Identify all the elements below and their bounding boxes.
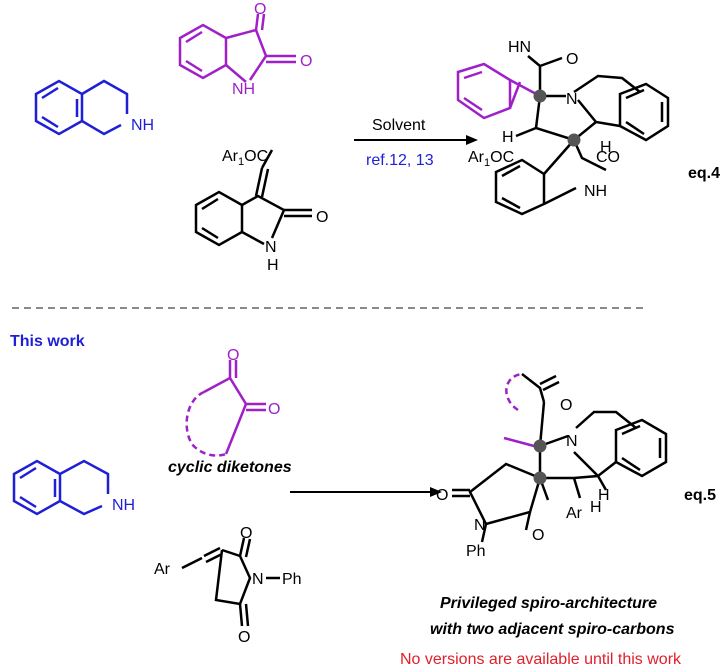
this-work-label: This work	[10, 333, 85, 350]
ylidene-oxindole-structure	[194, 149, 312, 247]
footnote-red: No versions are available until this wor…	[400, 651, 682, 668]
eq4-label: eq.4	[688, 165, 720, 182]
prod5-o2: O	[532, 527, 544, 544]
caption-line1: Privileged spiro-architecture	[440, 595, 657, 612]
arrow-label-solvent: Solvent	[372, 117, 426, 134]
prod4-ar1oc: Ar1OC	[468, 149, 514, 169]
prod5-ph: Ph	[466, 543, 486, 560]
prod4-nh: NH	[584, 183, 607, 200]
maleimide-ph: Ph	[282, 571, 302, 588]
isatin-nh: NH	[232, 81, 255, 98]
prod4-hn: HN	[508, 39, 531, 56]
prod4-o: O	[566, 51, 578, 68]
maleimide-o-bottom: O	[238, 629, 250, 646]
ylidene-h: H	[267, 257, 279, 274]
maleimide-o-top: O	[240, 525, 252, 542]
isatin-o-right: O	[300, 53, 312, 70]
prod5-ar: Ar	[566, 505, 583, 522]
caption-line2: with two adjacent spiro-carbons	[430, 621, 675, 638]
isatin-structure	[178, 13, 296, 83]
isatin-o-top: O	[254, 1, 266, 18]
cyclic-diketone-structure	[185, 360, 266, 457]
thiq-top-nh: NH	[131, 117, 154, 134]
eq5-label: eq.5	[684, 487, 716, 504]
prod5-n: N	[566, 433, 578, 450]
diketone-label: cyclic diketones	[168, 459, 292, 476]
prod5-h2: H	[590, 499, 602, 516]
spiro-dot-3	[533, 439, 547, 453]
prod5-n2: N	[474, 517, 486, 534]
maleimide-ar: Ar	[154, 561, 171, 578]
prod4-co: CO	[596, 149, 620, 166]
ylidene-o: O	[316, 209, 328, 226]
ylidene-ar1oc: Ar1OC	[222, 148, 268, 168]
prod5-o-top: O	[560, 397, 572, 414]
thiq-bottom-nh: NH	[112, 497, 135, 514]
spiro-dot-1	[533, 89, 547, 103]
spiro-dot-2	[567, 133, 581, 147]
maleimide-n: N	[252, 571, 264, 588]
spiro-dot-4	[533, 471, 547, 485]
ylidene-n: N	[265, 239, 277, 256]
prod4-h-right: H	[600, 139, 612, 156]
thiq-top-structure	[34, 79, 129, 136]
prod4-h-left: H	[502, 129, 514, 146]
prod5-h: H	[598, 487, 610, 504]
diketone-o-top: O	[227, 347, 239, 364]
product-eq4-structure	[456, 55, 670, 216]
diketone-o-right: O	[268, 401, 280, 418]
prod5-o-left: O	[436, 487, 448, 504]
arrow-label-ref: ref.12, 13	[366, 152, 434, 169]
prod4-n: N	[566, 91, 578, 108]
thiq-bottom-structure	[12, 459, 110, 516]
maleimide-structure	[181, 537, 280, 627]
product-eq5-structure	[452, 372, 668, 543]
